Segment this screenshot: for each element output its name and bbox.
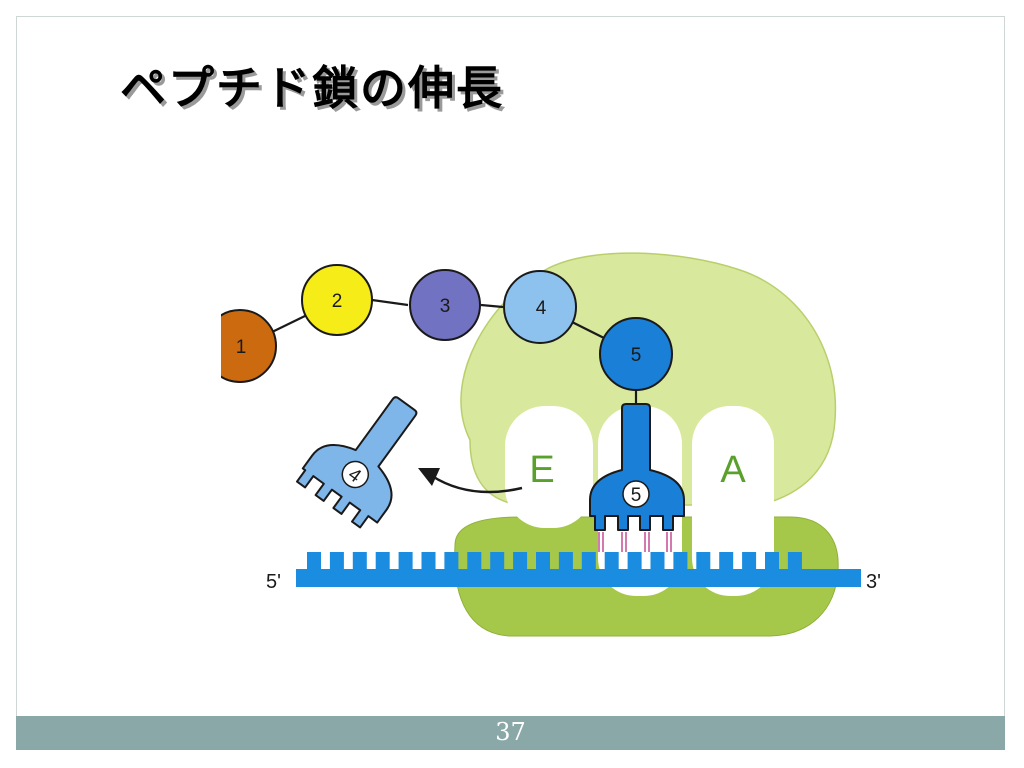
codon-anticodon-pairing <box>598 532 672 552</box>
mrna-tooth <box>398 552 413 570</box>
trna-bound-body <box>589 403 685 531</box>
site-label-a: A <box>720 449 746 491</box>
mrna-3prime-label: 3' <box>866 571 881 593</box>
amino-acid-4: 4 <box>503 270 577 344</box>
mrna-tooth <box>604 552 619 570</box>
amino-acid-5-label: 5 <box>631 345 642 366</box>
mrna-tooth <box>467 552 482 570</box>
slide-title: ペプチド鎖の伸長 <box>120 61 504 115</box>
exit-arrow <box>418 468 523 494</box>
trna-bound-label: 5 <box>631 485 642 506</box>
mrna-strand <box>296 552 861 587</box>
mrna-tooth <box>421 552 436 570</box>
amino-acid-4-label: 4 <box>536 298 547 319</box>
mrna-tooth <box>536 552 550 570</box>
amino-acid-3-label: 3 <box>440 296 451 317</box>
mrna-codon-teeth <box>307 552 802 570</box>
page-number: 37 <box>495 718 526 746</box>
bond-3-4 <box>480 303 504 309</box>
mrna-tooth <box>673 552 688 570</box>
site-label-e: E <box>529 449 554 491</box>
trna-bound: 5 <box>589 403 685 552</box>
mrna-tooth <box>444 552 459 570</box>
amino-acid-1: 1 <box>221 309 277 383</box>
mrna-tooth <box>558 552 573 570</box>
bond-2-3 <box>371 298 409 307</box>
peptide-bonds <box>269 298 638 408</box>
mrna-tooth <box>765 552 779 570</box>
mrna-5prime-label: 5' <box>266 571 281 593</box>
mrna-tooth <box>307 552 321 570</box>
mrna-tooth <box>581 552 596 570</box>
mrna-tooth <box>742 552 757 570</box>
bond-1-2 <box>269 314 308 334</box>
ribosome-site-e <box>505 406 593 528</box>
mrna-tooth <box>627 552 642 570</box>
mrna-tooth <box>375 552 390 570</box>
ribosome-site-a <box>692 406 774 596</box>
trna-released: 4 <box>295 396 418 529</box>
amino-acid-1-label: 1 <box>236 337 247 358</box>
amino-acid-5: 5 <box>599 317 673 391</box>
mrna-backbone <box>296 569 861 587</box>
footer-bar: 37 <box>16 716 1005 750</box>
mrna-tooth <box>787 552 802 570</box>
amino-acid-3: 3 <box>409 269 481 341</box>
mrna-tooth <box>329 552 344 570</box>
mrna-tooth <box>650 552 665 570</box>
bond-4-5 <box>571 321 605 339</box>
trna-bound-badge <box>622 480 650 508</box>
amino-acid-2-label: 2 <box>332 291 343 312</box>
mrna-tooth <box>490 552 505 570</box>
mrna-tooth <box>513 552 528 570</box>
trna-released-badge <box>341 460 370 489</box>
mrna-tooth <box>719 552 734 570</box>
trna-released-body <box>295 396 418 529</box>
mrna-tooth <box>696 552 711 570</box>
amino-acid-2: 2 <box>301 264 373 336</box>
mrna-tooth <box>352 552 367 570</box>
